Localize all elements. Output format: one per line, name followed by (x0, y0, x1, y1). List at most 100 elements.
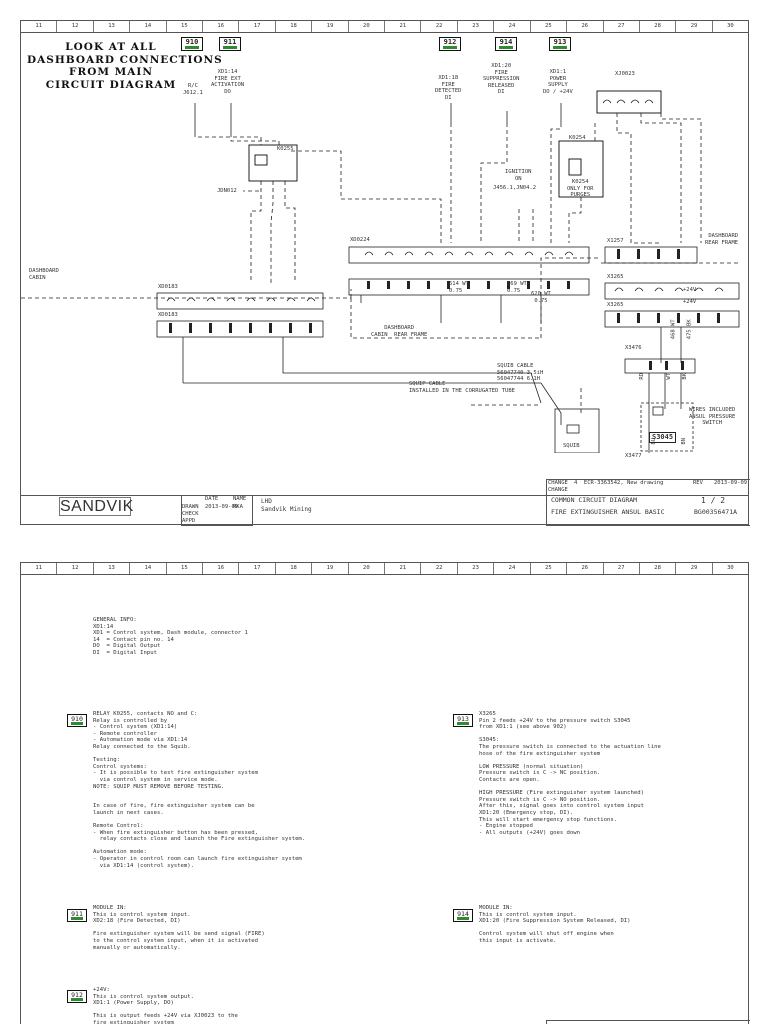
label-x3476: X3476 (625, 345, 642, 351)
revision-block (546, 479, 750, 526)
ruler-column-25: 25 (531, 21, 568, 32)
label-color-wt: WT (666, 372, 673, 380)
note-ref-912-label: 912 (71, 991, 83, 999)
label-wire-569: 569 WT 0.75 (507, 281, 527, 294)
label-x3265-socket: X3265 (607, 274, 624, 280)
ref-910-label: 910 (185, 38, 199, 46)
note-ref-914[interactable]: 914 (453, 909, 473, 922)
note-912: +24V: This is control system output. XD1… (93, 987, 238, 1024)
ruler-column-21: 21 (385, 563, 422, 574)
signal-914: XD1:20 FIRE SUPPRESSION RELEASED DI (483, 63, 520, 95)
ref-913-label: 913 (553, 38, 567, 46)
ruler-column-20: 20 (349, 563, 386, 574)
label-color-bn: BN (681, 437, 688, 445)
ruler-column-30: 30 (727, 23, 734, 29)
label-xd0224: XD0224 (350, 237, 370, 243)
label-ignition: IGNITION ON (505, 169, 532, 182)
note-ref-911[interactable]: 911 (67, 909, 87, 922)
label-wire-614: 614 WT 0.75 (449, 281, 469, 294)
ref-911-label: 911 (223, 38, 237, 46)
label-dashboard-cabin: DASHBOARD CABIN (29, 268, 59, 281)
title-block-stub (546, 1020, 750, 1024)
approved-label: APPD (182, 518, 196, 524)
label-dashboard-cabin-rear: DASHBOARD CABIN REAR FRAME (371, 325, 428, 338)
ruler-column-17: 17 (239, 21, 276, 32)
page-heading: LOOK AT ALL DASHBOARD CONNECTIONS FROM M… (27, 41, 223, 91)
ruler-column-19: 19 (312, 563, 349, 574)
ref-914-label: 914 (499, 38, 513, 46)
label-squib: SQUIB (563, 443, 580, 449)
doc-title: COMMON CIRCUIT DIAGRAM (551, 496, 638, 504)
label-xd0183-socket: XD0183 (158, 284, 178, 290)
label-color-bu: BU (651, 437, 658, 445)
ref-910[interactable]: 910 (181, 37, 203, 51)
document-number: BG00356471A (694, 508, 738, 516)
drawn-date: 2013-09-09 (205, 504, 239, 510)
ruler-column-11: 11 (21, 563, 58, 574)
drawn-name: RKA (233, 504, 243, 510)
ruler-column-13: 13 (94, 21, 131, 32)
ruler-column-15: 15 (167, 563, 204, 574)
label-k0255: K0255 (277, 146, 294, 152)
note-910: RELAY K0255, contacts NO and C: Relay is… (93, 711, 306, 869)
label-color-rd: RD (639, 372, 646, 380)
change-label: CHANGE (548, 480, 568, 486)
ref-911[interactable]: 911 (219, 37, 241, 51)
ruler-column-30: 30 (727, 565, 734, 571)
label-xd0183-plug: XD0183 (158, 312, 178, 318)
ruler-column-12: 12 (57, 563, 94, 574)
note-ref-912[interactable]: 912 (67, 990, 87, 1003)
ruler-column-23: 23 (458, 21, 495, 32)
ruler-column-25: 25 (531, 563, 568, 574)
doc-subtitle: FIRE EXTINGUISHER ANSUL BASIC (551, 508, 665, 516)
ref-912-label: 912 (443, 38, 457, 46)
signal-910: R/C J612.1 (183, 83, 203, 96)
ruler-column-27: 27 (604, 21, 640, 32)
change-text: 4 ECR-3363542, New drawing (574, 480, 664, 486)
change-label-2: CHANGE (548, 487, 568, 493)
rev-date: 2013-09-09 (714, 480, 748, 486)
label-squib-cable: SQUIB CABLE 56047740 3.5iH 56047744 6.1H (497, 363, 544, 382)
drawn-label: DRAWN (182, 504, 199, 510)
label-dashboard-rear: DASHBOARD REAR FRAME (705, 233, 739, 246)
note-913: X3265 Pin 2 feeds +24V to the pressure s… (479, 711, 661, 836)
label-s3045: S3045 (649, 432, 677, 443)
ref-912[interactable]: 912 (439, 37, 461, 51)
label-jdn012: JDN012 (217, 188, 237, 194)
ruler-column-26: 26 (567, 21, 604, 32)
sheet-number: 1 / 2 (701, 496, 726, 505)
note-ref-913-label: 913 (457, 715, 469, 723)
ruler-column-29: 29 (676, 563, 713, 574)
note-ref-910[interactable]: 910 (67, 714, 87, 727)
ruler-column-24: 24 (494, 563, 531, 574)
note-ref-910-label: 910 (71, 715, 83, 723)
signal-911: XD1:14 FIRE EXT ACTIVATION DO (211, 69, 245, 95)
date-header: DATE (205, 496, 219, 502)
ref-913[interactable]: 913 (549, 37, 571, 51)
ruler-column-14: 14 (130, 21, 167, 32)
ruler-column-24: 24 (494, 21, 531, 32)
note-ref-913[interactable]: 913 (453, 714, 473, 727)
ruler-column-27: 27 (604, 563, 640, 574)
title-block (20, 495, 749, 526)
ruler-column-21: 21 (385, 21, 422, 32)
ruler-column-16: 16 (203, 21, 240, 32)
label-24v-x3265-plug: +24V (683, 299, 697, 305)
ref-914[interactable]: 914 (495, 37, 517, 51)
label-k0254: K0254 (569, 135, 586, 141)
ruler-column-13: 13 (94, 563, 131, 574)
ruler-column-23: 23 (458, 563, 495, 574)
ruler-column-12: 12 (57, 21, 94, 32)
ruler-column-22: 22 (421, 21, 458, 32)
label-x3265-plug: X3265 (607, 302, 624, 308)
general-info: GENERAL INFO: XD1:14 XD1 = Control syste… (93, 617, 248, 656)
label-wire-620: 620 WT 0.75 (531, 291, 551, 304)
note-911: MODULE IN: This is control system input.… (93, 905, 265, 951)
ruler-column-14: 14 (130, 563, 167, 574)
label-wires-note: WIRES INCLUDED ANSUL PRESSURE SWITCH (689, 407, 736, 426)
label-xj0023: XJ0023 (615, 71, 635, 77)
signal-913: XD1:1 POWER SUPPLY DO / +24V (543, 69, 573, 95)
